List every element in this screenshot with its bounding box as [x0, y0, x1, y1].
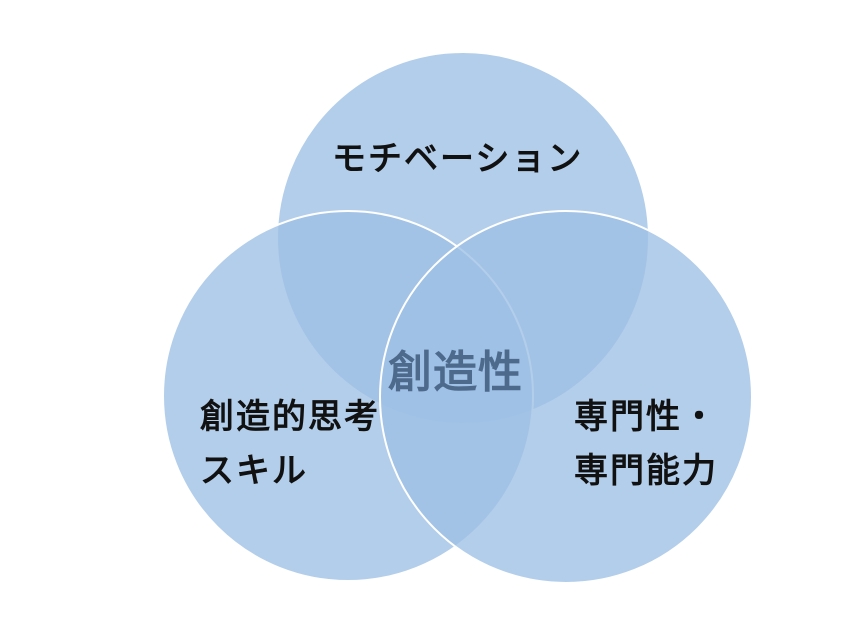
label-creative-thinking-skill: 創造的思考 スキル: [200, 397, 380, 491]
label-creativity: 創造性: [388, 347, 523, 398]
label-motivation: モチベーション: [332, 139, 584, 179]
label-expertise: 専門性・ 専門能力: [574, 397, 718, 491]
circle-expertise: [379, 210, 753, 584]
